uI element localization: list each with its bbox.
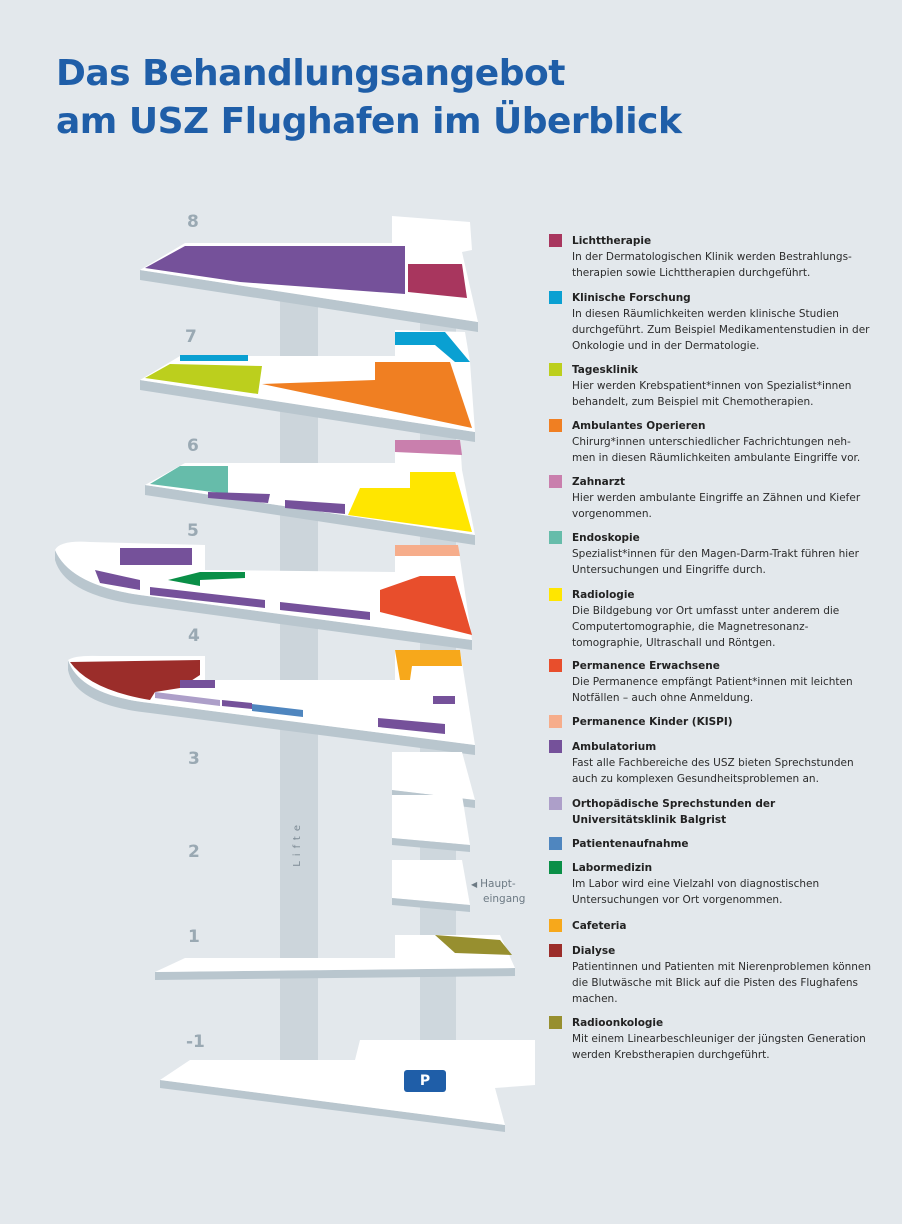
lift-label: Lifte bbox=[292, 820, 303, 867]
swatch bbox=[549, 291, 562, 304]
area-radiologie bbox=[348, 472, 472, 532]
arrow-left-icon: ◀ bbox=[471, 880, 478, 889]
legend-title: Dialyse bbox=[572, 945, 616, 957]
floor-minus-1 bbox=[160, 1040, 535, 1132]
legend-title: Lichttherapie bbox=[572, 235, 652, 247]
legend-title: Radiologie bbox=[572, 589, 635, 601]
area-klinische-forschung bbox=[395, 332, 470, 362]
area-ambulatorium bbox=[378, 718, 445, 734]
floor-label-3: 3 bbox=[188, 749, 200, 769]
floor-2 bbox=[392, 860, 470, 912]
legend-title: Cafeteria bbox=[572, 920, 627, 932]
floor-label-4: 4 bbox=[188, 626, 200, 646]
legend-title: Labormedizin bbox=[572, 862, 653, 874]
floor-label-5: 5 bbox=[187, 521, 199, 541]
area-zahnarzt bbox=[395, 440, 462, 455]
swatch bbox=[549, 588, 562, 601]
area-endoskopie bbox=[150, 466, 228, 494]
legend-title: Radioonkologie bbox=[572, 1017, 664, 1029]
floor-4 bbox=[68, 650, 475, 755]
area-lichttherapie bbox=[408, 264, 467, 298]
swatch bbox=[549, 363, 562, 376]
area-ambulatorium bbox=[285, 500, 345, 514]
area-radioonkologie bbox=[435, 935, 512, 955]
legend-title: Zahnarzt bbox=[572, 476, 626, 488]
legend-title: Ambulatorium bbox=[572, 741, 657, 753]
legend-text: Die Bildgebung vor Ort umfasst unter and… bbox=[572, 605, 840, 649]
area-ambulatorium bbox=[433, 696, 455, 704]
legend-title: Endoskopie bbox=[572, 532, 640, 544]
legend-title: Klinische Forschung bbox=[572, 292, 691, 304]
legend-title: Permanence Kinder (KISPI) bbox=[572, 716, 733, 728]
area-ambulatorium bbox=[150, 587, 265, 608]
swatch bbox=[549, 837, 562, 850]
floor-3 bbox=[392, 752, 475, 852]
floor-label-8: 8 bbox=[187, 212, 199, 232]
legend-text: Patientinnen und Patienten mit Nierenpro… bbox=[572, 961, 872, 1005]
area-ambulatorium bbox=[95, 570, 140, 590]
swatch bbox=[549, 919, 562, 932]
area-ambulatorium bbox=[222, 700, 252, 709]
area-ambulatorium bbox=[145, 246, 405, 294]
legend-text: Hier werden ambulante Eingriffe an Zähne… bbox=[572, 492, 861, 520]
legend-text: In diesen Räumlichkeiten werden klinisch… bbox=[572, 308, 870, 352]
area-orthopaedie bbox=[155, 692, 220, 706]
swatch bbox=[549, 659, 562, 672]
floor-label-minus-1: -1 bbox=[186, 1032, 205, 1052]
floor-label-7: 7 bbox=[185, 327, 197, 347]
swatch bbox=[549, 944, 562, 957]
area-permanence-erwachsene bbox=[380, 576, 472, 635]
floor-1 bbox=[155, 935, 515, 980]
area-patientenaufnahme bbox=[252, 704, 303, 717]
swatch bbox=[549, 531, 562, 544]
entrance-line-2: eingang bbox=[483, 893, 526, 905]
swatch bbox=[549, 715, 562, 728]
legend-title: Permanence Erwachsene bbox=[572, 660, 720, 672]
floor-8 bbox=[140, 216, 478, 332]
legend-text: Hier werden Krebspatient*innen von Spezi… bbox=[572, 380, 852, 408]
floor-label-2: 2 bbox=[188, 842, 200, 862]
entrance-line-1: Haupt- bbox=[480, 878, 516, 890]
page-title: Das Behandlungsangebot am USZ Flughafen … bbox=[56, 50, 682, 146]
area-tagesklinik bbox=[145, 364, 262, 394]
legend-text: Die Permanence empfängt Patient*innen mi… bbox=[572, 676, 853, 704]
legend-title: Orthopädische Sprechstunden der Universi… bbox=[572, 798, 776, 826]
swatch bbox=[549, 1016, 562, 1029]
legend-text: Spezialist*innen für den Magen-Darm-Trak… bbox=[572, 548, 859, 576]
legend-text: In der Dermatologischen Klinik werden Be… bbox=[572, 251, 852, 279]
legend-title: Ambulantes Operieren bbox=[572, 420, 706, 432]
floor-5 bbox=[55, 541, 472, 650]
area-dialyse bbox=[70, 660, 200, 700]
floor-label-1: 1 bbox=[188, 927, 200, 947]
legend-title: Tagesklinik bbox=[572, 364, 639, 376]
floor-label-6: 6 bbox=[187, 436, 199, 456]
swatch bbox=[549, 797, 562, 810]
main-entrance-label: ◀Haupt- eingang bbox=[471, 877, 525, 907]
area-permanence-kinder bbox=[395, 545, 460, 556]
legend-title: Patientenaufnahme bbox=[572, 838, 689, 850]
swatch bbox=[549, 861, 562, 874]
swatch bbox=[549, 740, 562, 753]
area-klinische-forschung bbox=[180, 355, 248, 361]
title-line-2: am USZ Flughafen im Überblick bbox=[56, 101, 682, 142]
area-ambulantes-operieren bbox=[262, 362, 472, 428]
area-ambulatorium bbox=[280, 602, 370, 620]
legend-text: Mit einem Linearbeschleuniger der jüngst… bbox=[572, 1033, 866, 1061]
swatch bbox=[549, 475, 562, 488]
area-cafeteria bbox=[395, 650, 462, 680]
area-ambulatorium bbox=[180, 680, 215, 688]
floor-7 bbox=[140, 330, 475, 442]
legend-text: Im Labor wird eine Vielzahl von diagnost… bbox=[572, 878, 820, 906]
floor-6 bbox=[145, 440, 475, 545]
area-labormedizin bbox=[168, 572, 245, 586]
swatch bbox=[549, 419, 562, 432]
area-ambulatorium bbox=[120, 548, 192, 565]
area-ambulatorium bbox=[208, 492, 270, 503]
legend-text: Chirurg*innen unterschiedlicher Fachrich… bbox=[572, 436, 861, 464]
legend-text: Fast alle Fachbereiche des USZ bieten Sp… bbox=[572, 757, 854, 785]
title-line-1: Das Behandlungsangebot bbox=[56, 53, 565, 94]
swatch bbox=[549, 234, 562, 247]
parking-icon: P bbox=[404, 1070, 446, 1092]
